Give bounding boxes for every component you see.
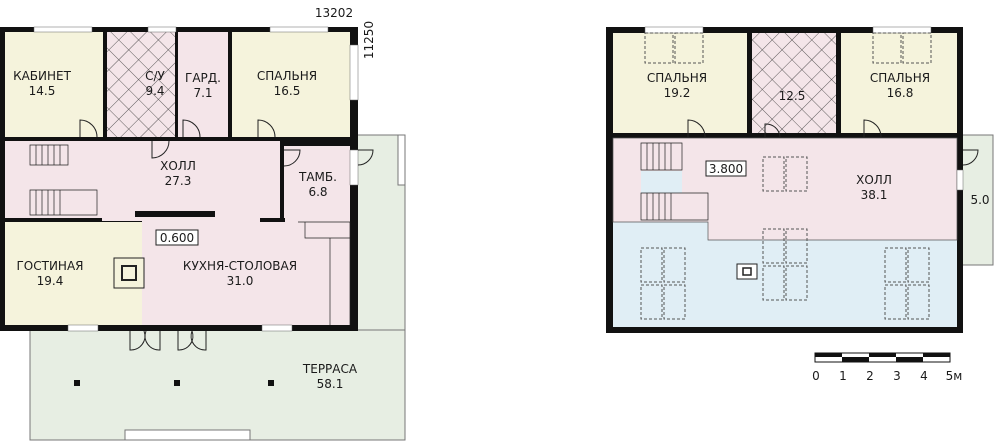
scale-label: 2 xyxy=(866,369,874,383)
upper-floor-plan: 3.800 СПАЛЬНЯ 19.2 12.5 СПАЛЬНЯ 16.8 ХОЛ… xyxy=(606,26,994,333)
depth-dimension: 11250 xyxy=(362,21,376,59)
room-name: ТЕРРАСА xyxy=(302,362,358,376)
level-badge xyxy=(155,229,199,246)
room-area: 5.0 xyxy=(970,193,989,207)
level-badge xyxy=(705,160,747,177)
room-cabinet xyxy=(5,32,103,137)
terrace-steps xyxy=(124,429,251,441)
ground-floor-plan: 0.600 13202 11250 КАБИНЕТ 14.5 С/У 9.4 Г… xyxy=(0,6,406,441)
doors xyxy=(79,119,374,351)
room-area: 14.5 xyxy=(29,84,56,98)
scale-label: 0 xyxy=(812,369,820,383)
room-name: ГОСТИНАЯ xyxy=(16,259,83,273)
room-name: ГАРД. xyxy=(185,71,221,85)
room-name: СПАЛЬНЯ xyxy=(257,69,317,83)
room-vestibule xyxy=(284,146,350,218)
room-area: 9.4 xyxy=(145,84,164,98)
terrace xyxy=(29,324,406,441)
room-bathroom xyxy=(752,33,836,133)
room-name: ХОЛЛ xyxy=(160,159,196,173)
room-name: ХОЛЛ xyxy=(856,173,892,187)
scale-label: 4 xyxy=(920,369,928,383)
scale-bar: 0 1 2 3 4 5м xyxy=(812,352,963,383)
terrace-side xyxy=(349,134,406,331)
room-area: 16.8 xyxy=(887,86,914,100)
doors xyxy=(687,119,979,166)
room-area: 7.1 xyxy=(193,86,212,100)
side-steps xyxy=(397,134,406,186)
room-area: 38.1 xyxy=(861,188,888,202)
room-area: 16.5 xyxy=(274,84,301,98)
windows xyxy=(33,26,359,332)
room-area: 27.3 xyxy=(165,174,192,188)
balcony xyxy=(961,134,994,266)
room-area: 6.8 xyxy=(308,185,327,199)
room-bathroom xyxy=(107,32,175,137)
stairs xyxy=(640,142,709,221)
fireplace-icon xyxy=(113,257,145,289)
room-name: СПАЛЬНЯ xyxy=(647,71,707,85)
room-hall xyxy=(612,137,958,241)
stairs xyxy=(29,144,351,325)
level-label: 0.600 xyxy=(160,231,194,245)
room-area: 31.0 xyxy=(227,274,254,288)
level-label: 3.800 xyxy=(709,162,743,176)
room-name: ТАМБ. xyxy=(298,170,337,184)
room-area: 19.4 xyxy=(37,274,64,288)
room-name: С/У xyxy=(145,69,165,83)
partition xyxy=(135,211,215,217)
scale-label: 1 xyxy=(839,369,847,383)
room-name: КУХНЯ-СТОЛОВАЯ xyxy=(183,259,297,273)
scale-label: 5м xyxy=(946,369,963,383)
room-area: 58.1 xyxy=(317,377,344,391)
room-wardrobe xyxy=(178,32,228,137)
room-bedroom-2 xyxy=(841,33,957,133)
room-bedroom xyxy=(232,32,350,137)
chimney-icon xyxy=(736,263,758,280)
room-hall xyxy=(5,141,280,221)
skylights xyxy=(640,32,932,320)
room-name: КАБИНЕТ xyxy=(13,69,72,83)
scale-label: 3 xyxy=(893,369,901,383)
room-area: 19.2 xyxy=(664,86,691,100)
room-area: 12.5 xyxy=(779,89,806,103)
width-dimension: 13202 xyxy=(315,6,353,20)
terrace-posts xyxy=(74,380,274,386)
room-name: СПАЛЬНЯ xyxy=(870,71,930,85)
room-bedroom-1 xyxy=(613,33,747,133)
